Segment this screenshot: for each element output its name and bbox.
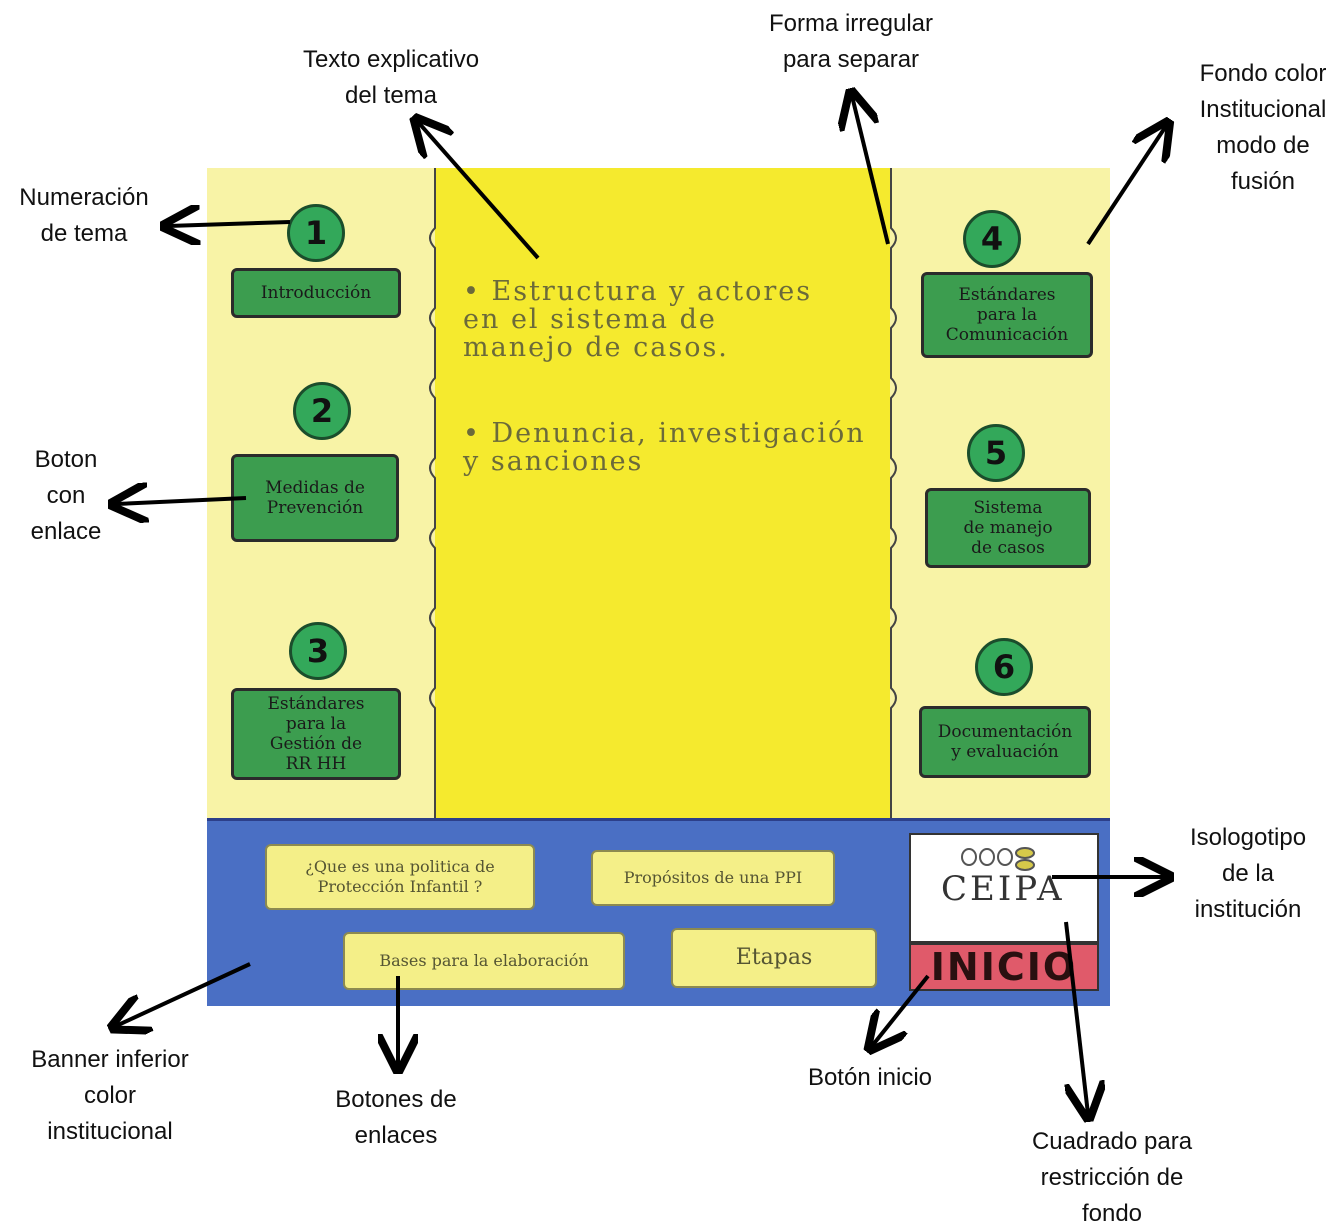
annotation-home-button: Botón inicio bbox=[807, 1064, 933, 1091]
link-button-purposes[interactable]: Propósitos de una PPI bbox=[591, 850, 835, 906]
topic-button-1[interactable]: Introducción bbox=[231, 268, 401, 318]
topic-number-5: 5 bbox=[967, 424, 1025, 482]
topic-bullet-1: • Estructura y actores en el sistema de … bbox=[463, 276, 813, 363]
annotation-explanatory-text: Texto explicativo del tema bbox=[302, 46, 480, 109]
background-restriction-square: CEIPA bbox=[909, 833, 1099, 943]
logo-mark bbox=[961, 847, 1035, 871]
topic-number-2: 2 bbox=[293, 382, 351, 440]
annotation-logo: Isologotipo de la institución bbox=[1189, 824, 1307, 923]
topic-text-panel bbox=[435, 168, 890, 818]
home-button[interactable]: INICIO bbox=[909, 943, 1099, 991]
link-button-stages[interactable]: Etapas bbox=[671, 928, 877, 988]
topic-button-2[interactable]: Medidas de Prevención bbox=[231, 454, 399, 542]
annotation-link-buttons: Botones de enlaces bbox=[335, 1086, 457, 1149]
topic-number-6: 6 bbox=[975, 638, 1033, 696]
left-irregular-divider bbox=[429, 168, 436, 818]
topic-button-6[interactable]: Documentación y evaluación bbox=[919, 706, 1091, 778]
topic-button-4[interactable]: Estándares para la Comunicación bbox=[921, 272, 1093, 358]
annotation-link-button: Boton con enlace bbox=[30, 446, 102, 545]
annotation-topic-numbering: Numeración de tema bbox=[19, 184, 149, 247]
topic-bullet-2: • Denuncia, investigación y sanciones bbox=[463, 418, 866, 477]
link-button-bases[interactable]: Bases para la elaboración bbox=[343, 932, 625, 990]
annotation-background-color: Fondo color Institucional modo de fusión bbox=[1199, 60, 1327, 195]
topic-number-4: 4 bbox=[963, 210, 1021, 268]
topic-number-1: 1 bbox=[287, 204, 345, 262]
topic-button-5[interactable]: Sistema de manejo de casos bbox=[925, 488, 1091, 568]
page-sketch: 1 Introducción 2 Medidas de Prevención 3… bbox=[207, 168, 1110, 1006]
right-irregular-divider bbox=[890, 168, 897, 818]
topic-button-3[interactable]: Estándares para la Gestión de RR HH bbox=[231, 688, 401, 780]
annotation-background-square: Cuadrado para restricción de fondo bbox=[1031, 1128, 1193, 1227]
annotation-bottom-banner: Banner inferior color institucional bbox=[31, 1046, 189, 1145]
link-button-what-is-policy[interactable]: ¿Que es una politica de Protección Infan… bbox=[265, 844, 535, 910]
topic-number-3: 3 bbox=[289, 622, 347, 680]
institution-logo: CEIPA bbox=[941, 869, 1065, 909]
annotation-irregular-shape: Forma irregular para separar bbox=[768, 10, 934, 73]
